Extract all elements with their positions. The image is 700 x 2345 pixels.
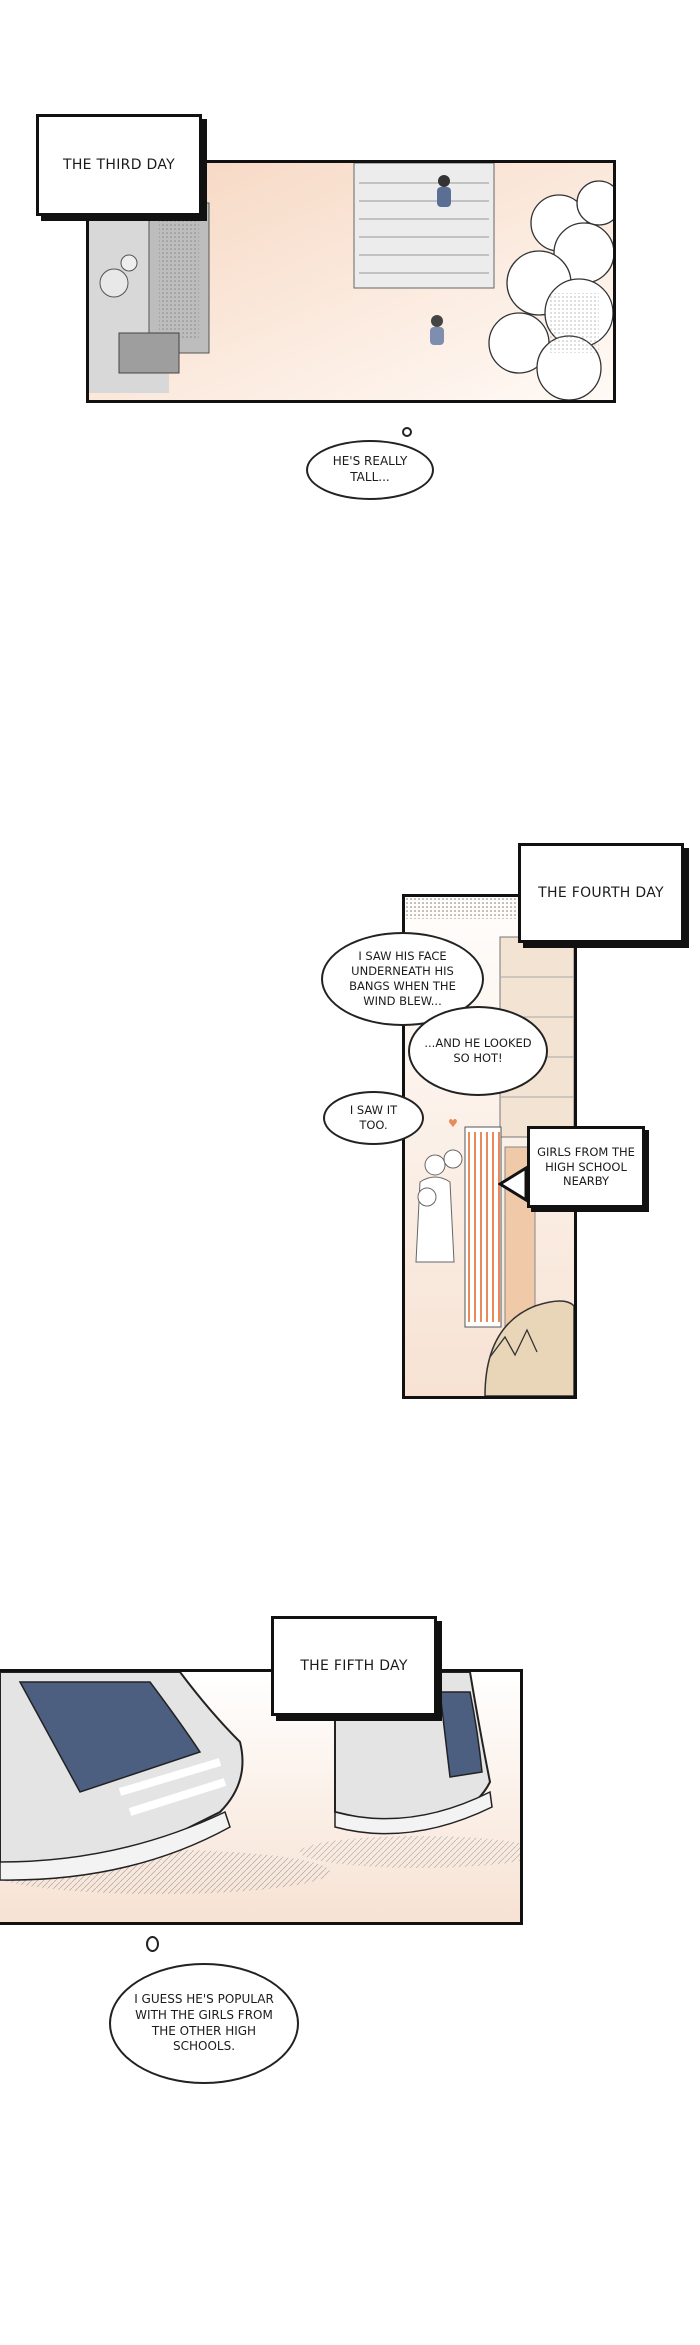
speech-bubble-looked-hot: ...AND HE LOOKED SO HOT!: [408, 1006, 548, 1096]
pointer-arrow-icon: [498, 1165, 528, 1203]
caption-fourth-day: THE FOURTH DAY: [518, 843, 684, 943]
speech-bubble-popular: I GUESS HE'S POPULAR WITH THE GIRLS FROM…: [109, 1963, 299, 2084]
caption-fifth-day: THE FIFTH DAY: [271, 1616, 437, 1716]
speech-bubble-saw-face: I SAW HIS FACE UNDERNEATH HIS BANGS WHEN…: [321, 932, 484, 1026]
caption-third-day: THE THIRD DAY: [36, 114, 202, 216]
label-girls-nearby: GIRLS FROM THE HIGH SCHOOL NEARBY: [527, 1126, 645, 1208]
speech-bubble-tall: HE'S REALLY TALL...: [306, 440, 434, 500]
panel-fifth-day: [0, 1669, 523, 1925]
speech-bubble-saw-it-too: I SAW IT TOO.: [323, 1091, 424, 1145]
sneakers-scene: [0, 1672, 520, 1922]
bubble-tail-dot: [146, 1936, 159, 1952]
bubble-tail-dot: [402, 427, 412, 437]
heart-icon: ♥: [448, 1117, 458, 1130]
